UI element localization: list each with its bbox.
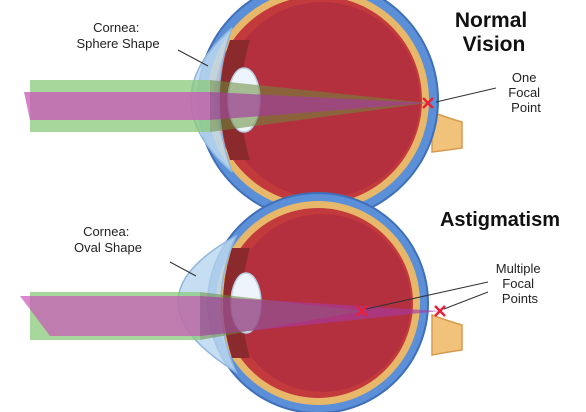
cornea-label: Cornea: Sphere Shape <box>76 20 159 51</box>
focus-leader-line <box>436 88 496 102</box>
focus-leader-line <box>444 292 488 309</box>
light-beam-magenta <box>24 92 210 120</box>
normal-vision-eye: Cornea: Sphere Shape One Focal Point Nor… <box>24 0 544 220</box>
heading-astigmatism: Astigmatism <box>440 209 560 231</box>
cornea-label: Cornea: Oval Shape <box>74 224 142 255</box>
light-beam-magenta <box>20 296 200 336</box>
focal-point-label: One Focal Point <box>508 70 543 115</box>
astigmatism-eye: Cornea: Oval Shape Multiple Focal Points… <box>20 193 560 412</box>
optic-nerve <box>432 315 462 355</box>
heading-normal-vision: Normal Vision <box>455 9 533 56</box>
cornea-leader-line <box>178 50 208 66</box>
focal-point-label: Multiple Focal Points <box>496 261 544 306</box>
